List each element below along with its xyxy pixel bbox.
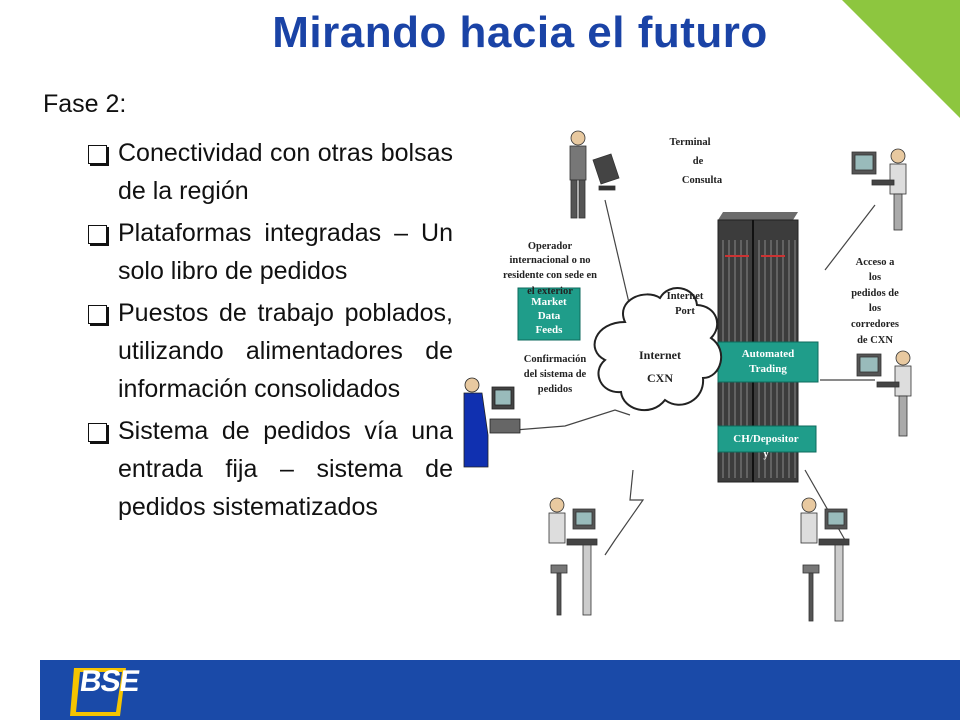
bullet-list: Conectividad con otras bolsas de la regi… [88,134,453,530]
operator-label: residente con sede en [503,270,597,281]
access-label: pedidos de [851,288,899,299]
bullet-item: Sistema de pedidos vía una entrada fija … [88,412,453,526]
internet-port-label: Internet [667,291,704,302]
confirmation-label: Confirmación [524,354,587,365]
access-label: los [869,272,881,283]
person-workstation-icon [851,148,907,231]
diagram-labels: Terminal de Consulta Operador internacio… [503,137,899,395]
automated-trading-label: Trading [749,363,787,375]
market-data-feeds-label: Market [531,296,567,308]
access-label: de CXN [857,335,893,346]
internet-port-label: Port [675,306,695,317]
corner-decoration [842,0,960,118]
page-title: Mirando hacia el futuro [272,8,768,57]
bullet-text: Conectividad con otras bolsas de la regi… [118,139,453,205]
market-data-feeds-label: Feeds [536,324,564,336]
access-label: corredores [851,319,899,330]
market-data-feeds-box [517,287,581,341]
automated-trading-box [717,341,819,383]
operator-label: internacional o no [509,255,590,266]
internet-cloud-icon [593,287,722,411]
footer-bar [0,660,960,720]
terminal-label: de [693,156,704,167]
bse-logo-text: BSE [77,665,142,698]
internet-cloud-label: CXN [647,371,673,385]
internet-cloud-label: Internet [639,348,681,362]
bullet-item: Conectividad con otras bolsas de la regi… [88,134,453,210]
confirmation-label: pedidos [538,384,572,395]
ch-depository-label: CH/Depositor [733,433,799,445]
operator-label: Operador [528,241,573,252]
person-workstation-icon [463,377,521,468]
checkbox-bullet-icon [88,305,107,324]
bullet-text: Sistema de pedidos vía una entrada fija … [118,417,453,521]
automated-trading-label: Automated [742,348,795,360]
person-workstation-icon [856,350,912,437]
bullet-item: Plataformas integradas – Un solo libro d… [88,214,453,290]
checkbox-bullet-icon [88,225,107,244]
bullet-text: Puestos de trabajo poblados, utilizando … [118,299,453,403]
access-label: Acceso a [856,257,896,268]
ch-depository-box [717,425,817,453]
market-data-feeds-label: Data [538,310,561,322]
phase-heading: Fase 2: [43,90,127,118]
checkbox-bullet-icon [88,145,107,164]
checkbox-bullet-icon [88,423,107,442]
operator-label: el exterior [527,286,573,297]
person-workstation-icon [569,130,620,219]
person-workstation-icon [548,497,598,616]
ch-depository-tail: y [764,449,769,460]
person-workstation-icon [800,497,850,622]
bullet-text: Plataformas integradas – Un solo libro d… [118,219,453,285]
terminal-label: Terminal [669,137,710,148]
bse-logo-icon [70,668,126,716]
terminal-label: Consulta [682,175,723,186]
confirmation-label: del sistema de [524,369,587,380]
bullet-item: Puestos de trabajo poblados, utilizando … [88,294,453,408]
network-diagram: Automated Trading CH/Depositor y Market … [463,130,912,622]
access-label: los [869,303,881,314]
